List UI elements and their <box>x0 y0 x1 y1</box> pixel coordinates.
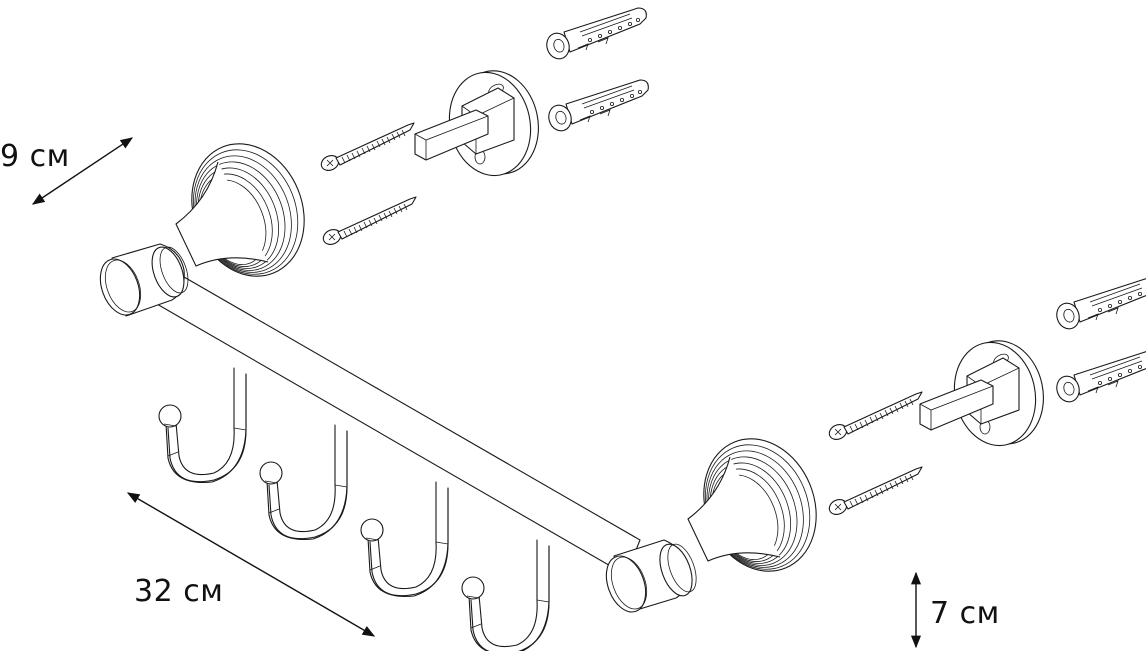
depth-dimension-label: 9 см <box>0 139 70 174</box>
hook-1 <box>158 367 247 484</box>
right-mounting-bracket <box>919 332 1054 454</box>
left-end-cap <box>99 243 189 317</box>
hook-4 <box>461 539 550 651</box>
hook-2 <box>259 424 348 541</box>
right-wall-plug-top <box>1052 277 1146 333</box>
left-wall-plug-bottom <box>544 79 649 135</box>
left-wall-flange <box>171 126 325 294</box>
left-screw-bottom <box>320 196 417 248</box>
dimension-arrow-length <box>126 492 376 637</box>
left-screw-top <box>318 122 415 174</box>
length-dimension-label: 32 см <box>134 574 224 609</box>
height-dimension-label: 7 см <box>930 596 1000 631</box>
hook-3 <box>360 481 449 598</box>
left-wall-plug-top <box>542 7 647 63</box>
right-screw-top <box>826 391 923 443</box>
right-screw-bottom <box>826 466 923 518</box>
right-end-cap <box>605 539 697 613</box>
rail-bar <box>147 261 641 576</box>
left-mounting-bracket <box>414 62 549 184</box>
right-wall-plug-bottom <box>1052 350 1146 406</box>
right-wall-flange <box>683 421 837 589</box>
dimension-arrow-depth <box>31 137 134 205</box>
